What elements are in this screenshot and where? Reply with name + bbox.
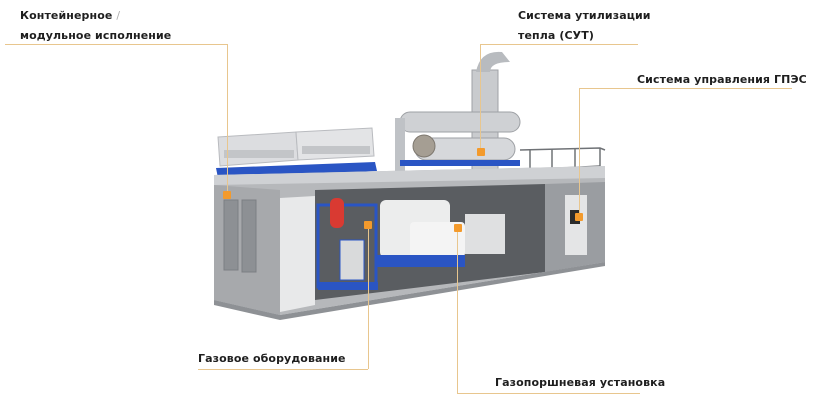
marker-dot [575, 213, 583, 221]
leader-line [5, 44, 227, 45]
leader-line [579, 88, 792, 89]
container-body [214, 166, 605, 320]
leader-line [457, 393, 640, 394]
callout-label-heat-recovery: Система утилизации тепла (СУТ) [518, 6, 651, 46]
leader-line [457, 228, 458, 393]
callout-text: Газовое оборудование [198, 352, 346, 365]
heat-recovery-piping [395, 51, 521, 178]
callout-text: Система утилизации [518, 9, 651, 22]
callout-label-gas-equipment: Газовое оборудование [198, 349, 346, 369]
callout-text: Система управления ГПЭС [637, 73, 807, 86]
callout-label-control-system: Система управления ГПЭС [637, 70, 807, 90]
leader-line [227, 44, 228, 194]
leader-line [579, 88, 580, 214]
callout-text: тепла (СУТ) [518, 29, 594, 42]
callout-label-container: Контейнерное / модульное исполнение [20, 6, 171, 46]
roof-radiators [216, 127, 377, 178]
marker-dot [223, 191, 231, 199]
leader-line [480, 44, 638, 45]
leader-line [480, 44, 481, 149]
callout-separator: / [116, 9, 121, 22]
callout-text: модульное исполнение [20, 29, 172, 42]
marker-dot [477, 148, 485, 156]
callout-label-gas-piston-unit: Газопоршневая установка [495, 373, 665, 393]
callout-text: Контейнерное [20, 9, 113, 22]
marker-dot [364, 221, 372, 229]
leader-line [368, 225, 369, 369]
marker-dot [454, 224, 462, 232]
leader-line [198, 369, 368, 370]
callout-text: Газопоршневая установка [495, 376, 666, 389]
